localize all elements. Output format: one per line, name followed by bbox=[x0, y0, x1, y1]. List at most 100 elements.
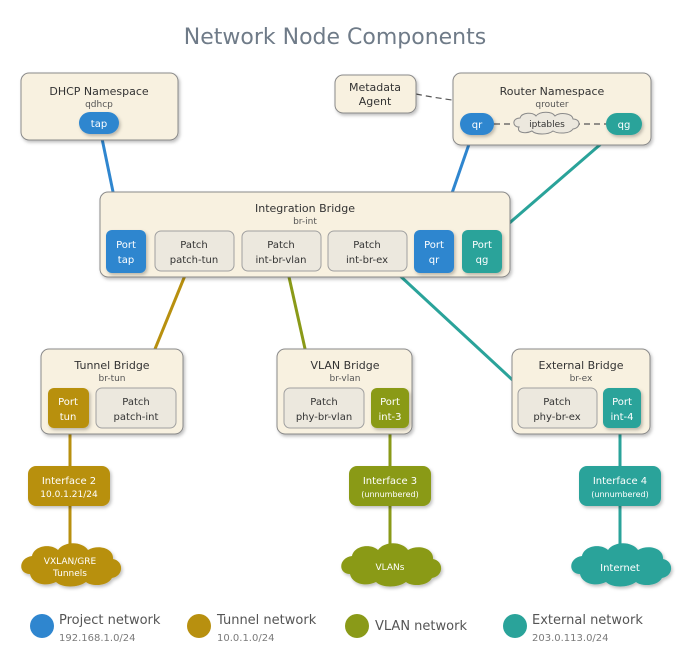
int-port-qg-l2: qg bbox=[476, 255, 489, 266]
int-patch-vlan-l1: Patch bbox=[267, 240, 294, 251]
int-patch-vlan-l2: int-br-vlan bbox=[256, 255, 307, 266]
vlan-bridge: VLAN Bridge br-vlan Patch phy-br-vlan Po… bbox=[276, 348, 413, 435]
tun-port-l1: Port bbox=[58, 397, 78, 408]
router-port-qr-label: qr bbox=[472, 120, 483, 131]
legend-sub-project: 192.168.1.0/24 bbox=[59, 633, 136, 644]
legend-swatch-external bbox=[503, 614, 527, 638]
int-port-qg[interactable]: Port qg bbox=[462, 230, 502, 273]
vlan-patch-phy[interactable]: Patch phy-br-vlan bbox=[283, 387, 365, 429]
cloud-vlans-l1: VLANs bbox=[376, 563, 405, 573]
tunnel-bridge: Tunnel Bridge br-tun Port tun Patch patc… bbox=[40, 348, 184, 435]
vlan-patch-l2: phy-br-vlan bbox=[296, 412, 352, 423]
ex-patch-phy[interactable]: Patch phy-br-ex bbox=[517, 387, 598, 429]
metadata-agent[interactable]: Metadata Agent bbox=[334, 74, 417, 114]
legend-swatch-vlan bbox=[345, 614, 369, 638]
legend: Project network 192.168.1.0/24 Tunnel ne… bbox=[30, 613, 643, 644]
legend-item-vlan: VLAN network bbox=[345, 614, 467, 638]
dhcp-namespace: DHCP Namespace qdhcp tap bbox=[20, 72, 179, 141]
external-bridge: External Bridge br-ex Patch phy-br-ex Po… bbox=[511, 348, 651, 435]
connections bbox=[68, 93, 625, 552]
dhcp-namespace-title: DHCP Namespace bbox=[49, 85, 149, 98]
legend-item-tunnel: Tunnel network 10.0.1.0/24 bbox=[187, 613, 317, 644]
cloud-vlans[interactable]: VLANs bbox=[341, 543, 442, 587]
legend-name-external: External network bbox=[532, 613, 643, 628]
vlan-port-l1: Port bbox=[380, 397, 400, 408]
int-patch-tun-l1: Patch bbox=[180, 240, 207, 251]
router-namespace-title: Router Namespace bbox=[500, 85, 605, 98]
page-title: Network Node Components bbox=[184, 25, 486, 50]
interface-4-l1: Interface 4 bbox=[593, 476, 647, 487]
integration-bridge-sub: br-int bbox=[293, 217, 317, 227]
int-port-qr-l2: qr bbox=[429, 255, 440, 266]
external-bridge-title: External Bridge bbox=[539, 359, 624, 372]
legend-name-vlan: VLAN network bbox=[375, 619, 467, 634]
int-port-qg-l1: Port bbox=[472, 240, 492, 251]
int-patch-ex-l1: Patch bbox=[353, 240, 380, 251]
vlan-bridge-title: VLAN Bridge bbox=[310, 359, 379, 372]
router-namespace-sub: qrouter bbox=[535, 100, 568, 110]
int-port-qr[interactable]: Port qr bbox=[414, 230, 454, 273]
tunnel-bridge-sub: br-tun bbox=[98, 374, 125, 384]
ex-port-int4[interactable]: Port int-4 bbox=[603, 388, 641, 428]
iptables-cloud[interactable]: iptables bbox=[513, 111, 580, 135]
iptables-label: iptables bbox=[529, 120, 565, 130]
router-port-qr[interactable]: qr bbox=[460, 113, 494, 135]
dhcp-port-tap-label: tap bbox=[91, 119, 107, 130]
cloud-tunnels-l2: Tunnels bbox=[52, 569, 87, 579]
tunnel-bridge-title: Tunnel Bridge bbox=[73, 359, 149, 372]
int-port-qr-l1: Port bbox=[424, 240, 444, 251]
interface-4-l2: (unnumbered) bbox=[591, 490, 648, 499]
legend-sub-external: 203.0.113.0/24 bbox=[532, 633, 609, 644]
tun-port-tun[interactable]: Port tun bbox=[48, 388, 89, 428]
interface-3[interactable]: Interface 3 (unnumbered) bbox=[349, 466, 431, 506]
interface-3-l1: Interface 3 bbox=[363, 476, 417, 487]
metadata-agent-line1: Metadata bbox=[349, 81, 401, 94]
legend-sub-tunnel: 10.0.1.0/24 bbox=[217, 633, 274, 644]
router-port-qg-label: qg bbox=[618, 120, 631, 131]
router-namespace: Router Namespace qrouter qr iptables qg bbox=[452, 72, 652, 146]
tun-patch-l2: patch-int bbox=[114, 412, 159, 423]
cloud-internet[interactable]: Internet bbox=[571, 543, 672, 587]
int-patch-ex-l2: int-br-ex bbox=[346, 255, 388, 266]
router-port-qg[interactable]: qg bbox=[606, 113, 642, 135]
vlan-bridge-sub: br-vlan bbox=[330, 374, 361, 384]
legend-item-project: Project network 192.168.1.0/24 bbox=[30, 613, 161, 644]
tun-patch-int[interactable]: Patch patch-int bbox=[95, 387, 177, 429]
interface-4[interactable]: Interface 4 (unnumbered) bbox=[579, 466, 661, 506]
line-patch-ex bbox=[395, 271, 534, 400]
int-patch-ex[interactable]: Patch int-br-ex bbox=[327, 230, 408, 272]
interface-2[interactable]: Interface 2 10.0.1.21/24 bbox=[28, 466, 110, 506]
int-port-tap-l2: tap bbox=[118, 255, 134, 266]
ex-patch-l1: Patch bbox=[543, 397, 570, 408]
tun-port-l2: tun bbox=[60, 412, 77, 423]
legend-swatch-project bbox=[30, 614, 54, 638]
int-port-tap[interactable]: Port tap bbox=[106, 230, 146, 273]
external-bridge-sub: br-ex bbox=[570, 374, 593, 384]
int-patch-vlan[interactable]: Patch int-br-vlan bbox=[241, 230, 322, 272]
ex-port-l1: Port bbox=[612, 397, 632, 408]
integration-bridge-title: Integration Bridge bbox=[255, 202, 355, 215]
interface-3-l2: (unnumbered) bbox=[361, 490, 418, 499]
vlan-patch-l1: Patch bbox=[310, 397, 337, 408]
ex-patch-l2: phy-br-ex bbox=[533, 412, 580, 423]
legend-swatch-tunnel bbox=[187, 614, 211, 638]
legend-item-external: External network 203.0.113.0/24 bbox=[503, 613, 643, 644]
int-patch-tun[interactable]: Patch patch-tun bbox=[154, 230, 235, 272]
interface-2-l2: 10.0.1.21/24 bbox=[40, 490, 98, 500]
vlan-port-int3[interactable]: Port int-3 bbox=[371, 388, 409, 428]
interface-2-l1: Interface 2 bbox=[42, 476, 96, 487]
int-port-tap-l1: Port bbox=[116, 240, 136, 251]
int-patch-tun-l2: patch-tun bbox=[170, 255, 218, 266]
cloud-tunnels-l1: VXLAN/GRE bbox=[44, 557, 97, 567]
dhcp-port-tap[interactable]: tap bbox=[79, 112, 119, 134]
ex-port-l2: int-4 bbox=[610, 412, 633, 423]
legend-name-tunnel: Tunnel network bbox=[216, 613, 317, 628]
integration-bridge: Integration Bridge br-int Port tap Patch… bbox=[99, 191, 511, 278]
dhcp-namespace-sub: qdhcp bbox=[85, 100, 113, 110]
cloud-internet-l1: Internet bbox=[600, 563, 640, 574]
cloud-tunnels[interactable]: VXLAN/GRE Tunnels bbox=[21, 543, 122, 587]
vlan-port-l2: int-3 bbox=[378, 412, 401, 423]
tun-patch-l1: Patch bbox=[122, 397, 149, 408]
legend-name-project: Project network bbox=[59, 613, 161, 628]
